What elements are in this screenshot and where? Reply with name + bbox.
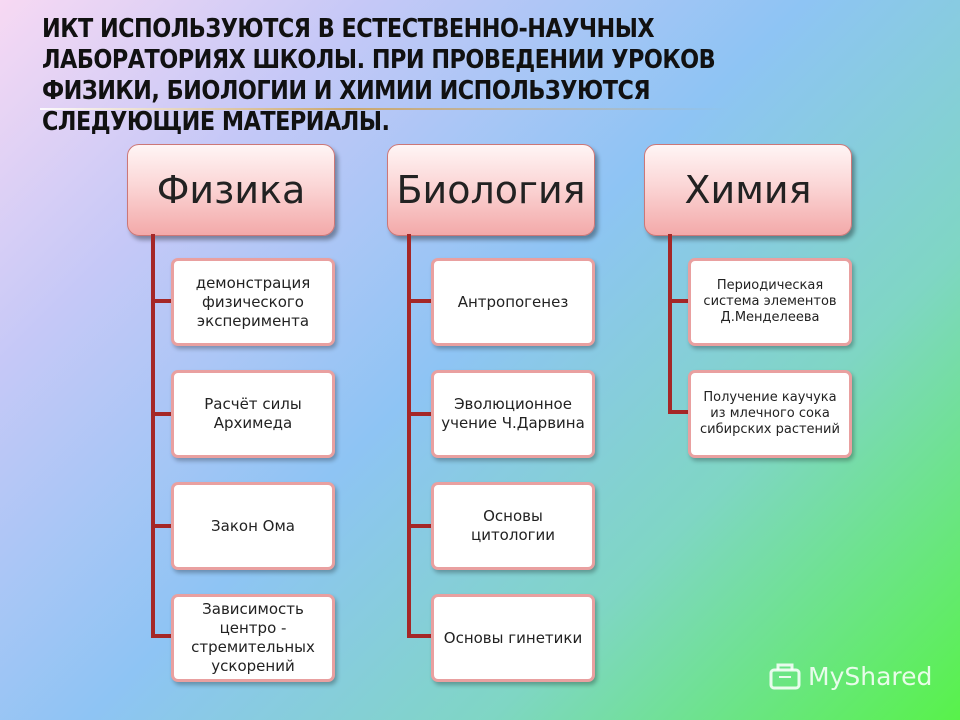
myshared-watermark: MyShared	[768, 656, 948, 696]
header-chemistry: Химия	[644, 144, 852, 236]
connector-trunk	[668, 234, 672, 414]
connector-branch	[151, 634, 171, 638]
watermark-text: MyShared	[808, 661, 933, 691]
connector-branch	[407, 412, 431, 416]
title-underline	[40, 108, 730, 110]
item-anthropogenesis: Антропогенез	[431, 258, 595, 346]
myshared-logo-icon	[769, 663, 801, 690]
connector-branch	[407, 524, 431, 528]
item-darwin-evolution: Эволюционное учение Ч.Дарвина	[431, 370, 595, 458]
item-periodic-table: Периодическая система элементов Д.Мендел…	[688, 258, 852, 346]
connector-branch	[668, 410, 688, 414]
item-archimedes-force: Расчёт силы Архимеда	[171, 370, 335, 458]
connector-branch	[151, 299, 171, 303]
item-ohms-law: Закон Ома	[171, 482, 335, 570]
connector-trunk	[151, 234, 155, 638]
header-physics: Физика	[127, 144, 335, 236]
item-cytology-basics: Основы цитологии	[431, 482, 595, 570]
item-genetics-basics: Основы гинетики	[431, 594, 595, 682]
item-centripetal-acceleration: Зависимость центро - стремительных ускор…	[171, 594, 335, 682]
column-chemistry: Химия Периодическая система элементов Д.…	[644, 144, 864, 704]
connector-trunk	[407, 234, 411, 638]
connector-branch	[151, 524, 171, 528]
connector-branch	[407, 634, 431, 638]
slide-title: ИКТ используются в естественно-научных л…	[42, 14, 716, 137]
connector-branch	[151, 412, 171, 416]
header-biology: Биология	[387, 144, 595, 236]
connector-branch	[668, 299, 688, 303]
column-physics: Физика демонстрация физического эксперим…	[127, 144, 347, 704]
connector-branch	[407, 299, 431, 303]
item-physics-experiment-demo: демонстрация физического эксперимента	[171, 258, 335, 346]
column-biology: Биология Антропогенез Эволюционное учени…	[387, 144, 607, 704]
item-rubber-extraction: Получение каучука из млечного сока сибир…	[688, 370, 852, 458]
